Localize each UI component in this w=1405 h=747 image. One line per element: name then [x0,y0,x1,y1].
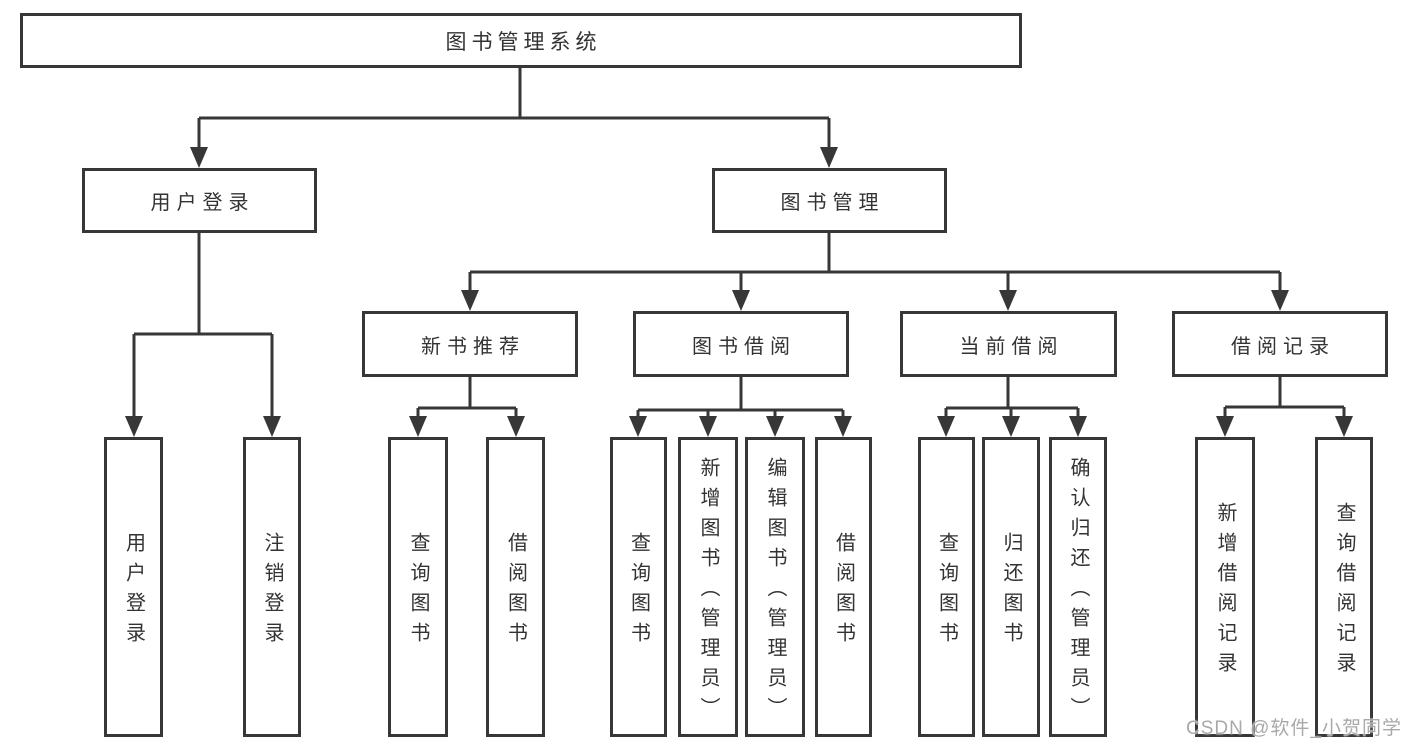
leaf-records-add-record: 新增借阅记录 [1195,437,1255,737]
node-label: 编辑图书（管理员） [764,457,786,727]
arrowhead [263,416,281,437]
connector-book-borrowing-group [636,377,845,420]
connector-current-borrowing-group [944,377,1080,420]
arrowhead [507,416,525,437]
node-label: 查询图书 [407,532,429,652]
leaf-current-query-books: 查询图书 [918,437,975,737]
node-new-book-recommend: 新书推荐 [362,311,578,377]
arrowhead [409,416,427,437]
node-label: 用户登录 [150,192,255,214]
arrowhead [1216,416,1234,437]
node-label: 借阅记录 [1231,335,1335,358]
connector-borrowing-records-group [1223,377,1346,420]
node-label: 新增借阅记录 [1214,502,1236,682]
node-label: 归还图书 [1000,532,1022,652]
arrowhead [629,416,647,437]
leaf-logout: 注销登录 [243,437,301,737]
node-label: 查询借阅记录 [1333,502,1355,682]
node-user-login: 用户登录 [82,168,317,233]
node-label: 图书管理 [780,192,885,214]
node-label: 查询图书 [935,532,958,652]
node-book-management: 图书管理 [712,168,947,233]
connector-root-to-level2 [197,68,831,150]
leaf-records-query-record: 查询借阅记录 [1315,437,1373,737]
leaf-current-confirm-return-admin: 确认归还（管理员） [1049,437,1107,737]
node-label: 借阅图书 [504,532,527,652]
node-book-borrowing: 图书借阅 [633,311,849,377]
leaf-user-login: 用户登录 [104,437,163,737]
node-current-borrowing: 当前借阅 [900,311,1117,377]
node-label: 用户登录 [122,532,145,652]
arrowhead [190,147,208,168]
leaf-borrow-borrow-books: 借阅图书 [815,437,872,737]
leaf-newbook-borrow-books: 借阅图书 [486,437,545,737]
arrowheads [125,147,1353,437]
arrowhead [766,416,784,437]
arrowhead [1271,290,1289,311]
watermark-text: CSDN @软件_小贺同学 [1186,718,1402,739]
arrowhead [820,147,838,168]
arrowhead [732,290,750,311]
arrowhead [999,290,1017,311]
arrowhead [125,416,143,437]
node-label: 新增图书（管理员） [697,457,719,727]
leaf-borrow-edit-books-admin: 编辑图书（管理员） [745,437,805,737]
node-root-system: 图书管理系统 [20,13,1022,68]
arrowhead [461,290,479,311]
arrowhead [937,416,955,437]
node-borrowing-records: 借阅记录 [1172,311,1388,377]
node-label: 确认归还（管理员） [1067,457,1089,727]
node-label: 图书管理系统 [445,30,602,54]
node-label: 图书借阅 [692,335,796,358]
arrowhead [1335,416,1353,437]
connector-new-book-group [416,377,518,420]
leaf-borrow-add-books-admin: 新增图书（管理员） [678,437,738,737]
connector-user-login-group [132,233,274,419]
node-label: 借阅图书 [832,532,855,652]
node-label: 查询图书 [627,532,650,652]
arrowhead [699,416,717,437]
arrowhead [1002,416,1020,437]
leaf-newbook-query-books: 查询图书 [388,437,448,737]
node-label: 新书推荐 [421,335,525,358]
leaf-borrow-query-books: 查询图书 [610,437,667,737]
arrowhead [834,416,852,437]
arrowhead [1069,416,1087,437]
connector-book-management-group [468,233,1282,293]
node-label: 当前借阅 [959,335,1064,358]
node-label: 注销登录 [261,532,283,652]
leaf-current-return-books: 归还图书 [982,437,1040,737]
